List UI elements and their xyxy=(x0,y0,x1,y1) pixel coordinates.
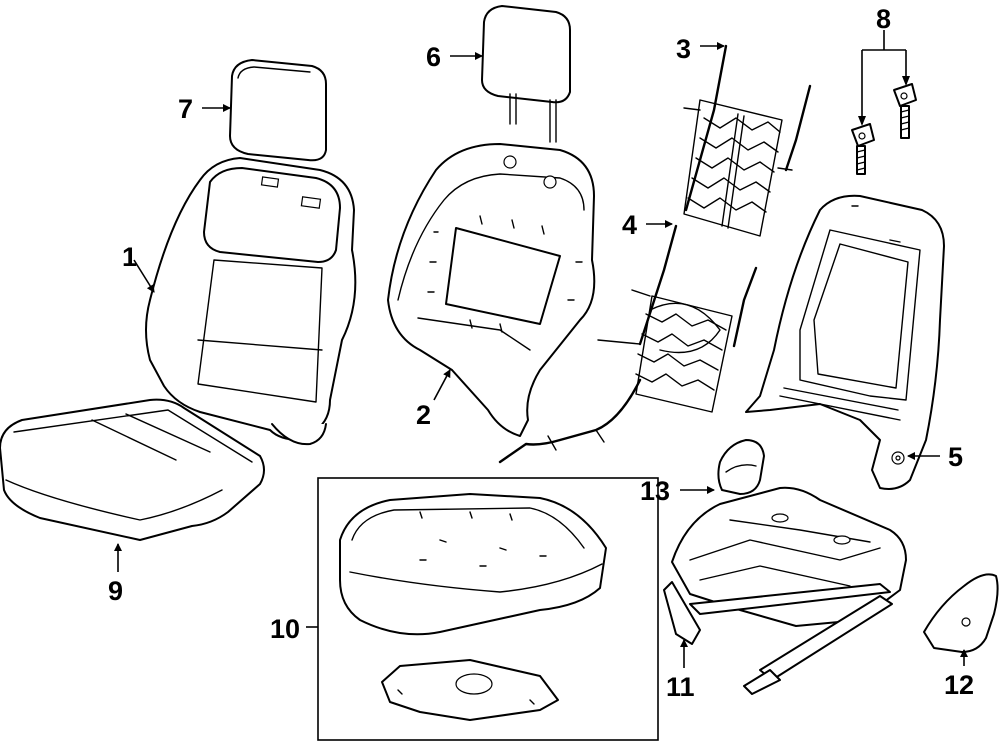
callout-3: 3 xyxy=(676,34,691,64)
callout-12: 12 xyxy=(944,670,974,700)
callout-1: 1 xyxy=(122,242,137,272)
part-8-bolts xyxy=(851,83,917,175)
part-9-seat-cushion-cover xyxy=(0,398,265,541)
part-11-seat-track xyxy=(663,486,907,695)
part-2-seat-back-pad xyxy=(387,143,596,437)
part-13-side-trim xyxy=(717,439,765,495)
callout-10: 10 xyxy=(270,614,300,644)
part-6-headrest xyxy=(481,5,571,143)
callout-labels: 1 2 3 4 5 6 7 8 9 10 11 12 13 xyxy=(108,4,974,702)
callout-5: 5 xyxy=(948,442,963,472)
part-4-lumbar-suspension xyxy=(498,224,758,464)
callout-6: 6 xyxy=(426,42,441,72)
callout-8: 8 xyxy=(876,4,891,34)
leaders xyxy=(114,30,968,668)
part-5-seat-back-frame xyxy=(745,194,945,490)
callout-13: 13 xyxy=(640,476,670,506)
part-10-seat-cushion-pad xyxy=(339,493,607,721)
callout-4: 4 xyxy=(622,210,637,240)
callout-11: 11 xyxy=(666,672,695,702)
leader-1 xyxy=(133,259,155,293)
part-1-seat-back-cover xyxy=(145,157,357,446)
part-10-group-box xyxy=(317,477,659,741)
callout-9: 9 xyxy=(108,576,123,606)
callout-7: 7 xyxy=(178,94,193,124)
leader-8 xyxy=(861,30,907,124)
part-12-side-shield xyxy=(923,573,999,653)
part-7-headrest xyxy=(229,59,327,162)
part-3-back-suspension xyxy=(683,44,812,237)
callout-2: 2 xyxy=(416,400,431,430)
leader-2 xyxy=(433,369,451,401)
